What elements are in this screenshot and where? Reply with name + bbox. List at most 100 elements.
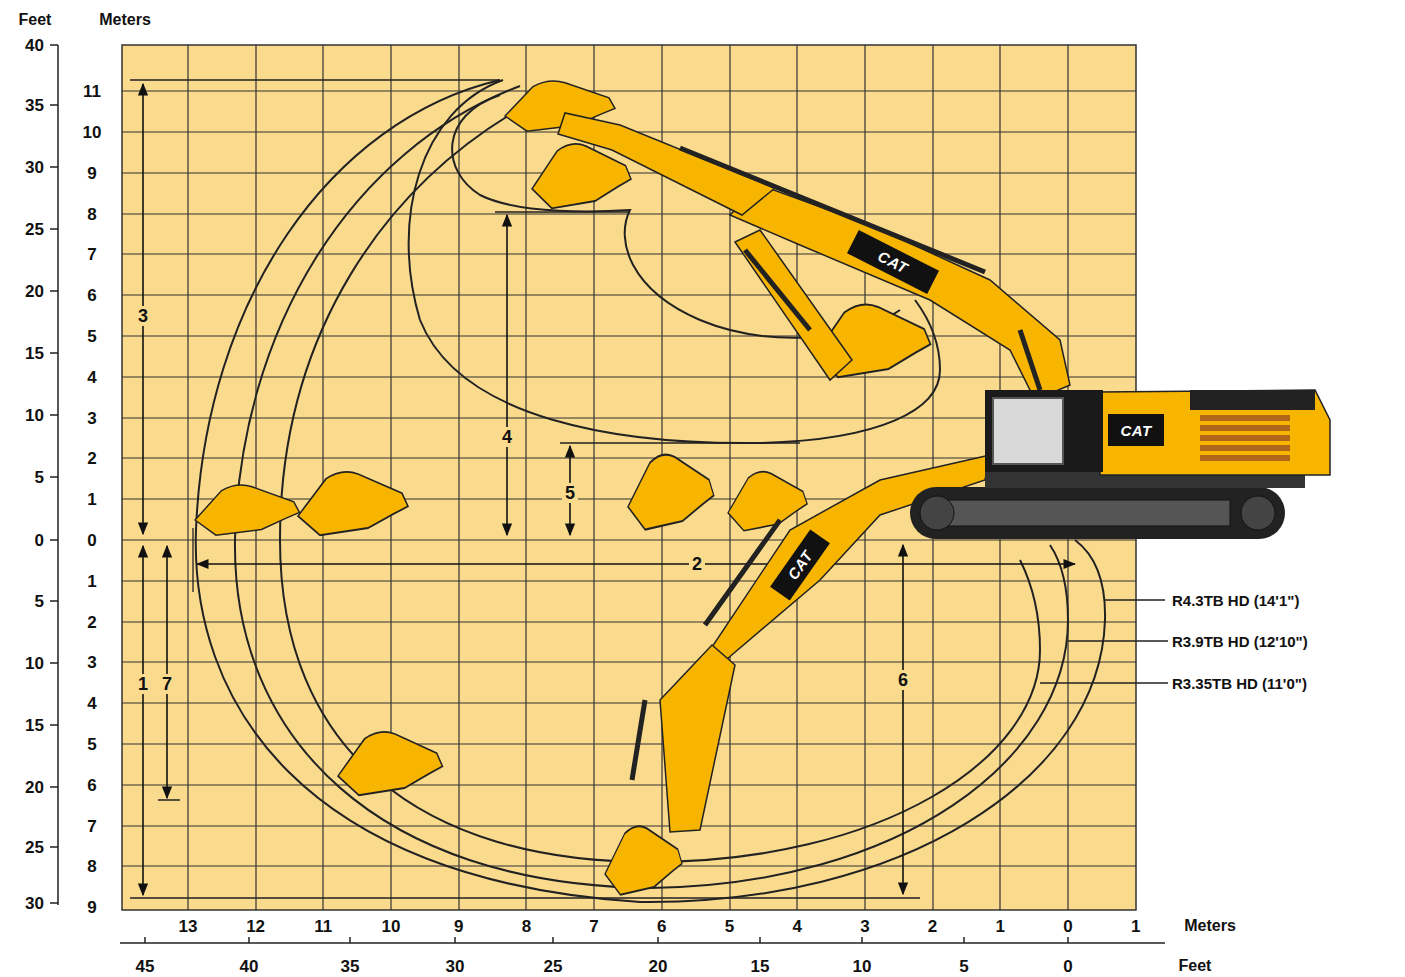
- axis-value: 6: [87, 776, 96, 793]
- axis-value: 3: [87, 654, 96, 671]
- axis-value: 5: [87, 328, 96, 345]
- axis-value: 45: [136, 958, 155, 975]
- brand-logo: CAT: [1120, 423, 1151, 438]
- axis-value: 12: [246, 918, 265, 935]
- boom-option-label: R3.9TB HD (12'10"): [1172, 634, 1308, 649]
- axis-value: 9: [87, 899, 96, 916]
- cab-window: [993, 398, 1063, 464]
- dimension-arrow: [166, 546, 168, 798]
- axis-value: 9: [87, 164, 96, 181]
- axis-title: Meters: [99, 12, 151, 28]
- idler-wheel: [920, 496, 954, 530]
- chart-ground: [122, 45, 1136, 910]
- axis-value: 0: [35, 532, 44, 549]
- axis-value: 35: [25, 97, 44, 114]
- axis-value: 30: [25, 895, 44, 912]
- axis-title: Feet: [1179, 958, 1212, 974]
- dimension-arrow: [197, 563, 1075, 565]
- hydraulic-cylinder: [632, 520, 780, 780]
- axis-value: 9: [454, 918, 463, 935]
- dimension-callout: 5: [562, 483, 578, 503]
- logo-panel: [770, 529, 830, 600]
- axis-value: 10: [25, 655, 44, 672]
- dimension-callout: 7: [159, 674, 175, 694]
- dimension-callout: 4: [499, 427, 515, 447]
- vent-grille: [1200, 418, 1290, 458]
- axis-value: 11: [314, 918, 332, 935]
- hydraulic-cylinder: [680, 148, 1040, 390]
- axis-value: 0: [87, 532, 96, 549]
- drive-sprocket: [1241, 496, 1275, 530]
- dimension-callout: 6: [895, 670, 911, 690]
- bucket: [628, 455, 714, 530]
- axis-value: 4: [87, 368, 96, 385]
- axis-value: 3: [87, 409, 96, 426]
- axis-value: 10: [382, 918, 401, 935]
- bucket: [532, 144, 631, 208]
- bucket: [728, 472, 807, 531]
- bucket: [605, 826, 682, 895]
- track-frame: [935, 500, 1230, 526]
- axis-value: 25: [25, 221, 44, 238]
- boom-option-label: R3.35TB HD (11'0"): [1172, 676, 1307, 691]
- axis-value: 2: [87, 450, 96, 467]
- axis-value: 25: [25, 839, 44, 856]
- axis-value: 5: [959, 958, 968, 975]
- axis-value: 20: [25, 283, 44, 300]
- axis-value: 10: [25, 407, 44, 424]
- dimension-arrow: [506, 215, 508, 535]
- track: [910, 487, 1285, 539]
- dimension-callout: 1: [135, 674, 151, 694]
- axis-value: 8: [522, 918, 531, 935]
- axis-value: 7: [589, 918, 598, 935]
- axis-value: 11: [83, 83, 101, 100]
- axis-value: 7: [87, 246, 96, 263]
- engine-cover: [1190, 390, 1315, 410]
- dimension-arrow: [142, 546, 144, 895]
- axis-value: 6: [657, 918, 666, 935]
- reach-envelope: [280, 95, 1040, 862]
- boom-option-label: R4.3TB HD (14'1"): [1172, 593, 1299, 608]
- engine-housing: [1100, 390, 1330, 475]
- stick: [558, 113, 775, 215]
- axis-title: Feet: [19, 12, 52, 28]
- logo-panel: [847, 230, 939, 294]
- bucket: [338, 732, 443, 795]
- axis-value: 40: [25, 37, 44, 54]
- axis-value: 1: [1131, 918, 1140, 935]
- axis-value: 5: [725, 918, 734, 935]
- dimension-callout: 2: [689, 554, 705, 574]
- axis-value: 3: [860, 918, 869, 935]
- axis-value: 30: [25, 159, 44, 176]
- axis-value: 20: [25, 779, 44, 796]
- dimension-arrow: [902, 545, 904, 894]
- bucket: [298, 472, 408, 535]
- dimension-callout: 3: [135, 306, 151, 326]
- feet-axis: [50, 45, 58, 905]
- axis-value: 2: [928, 918, 937, 935]
- brand-logo: CAT: [876, 248, 911, 276]
- axis-value: 5: [35, 469, 44, 486]
- axis-value: 1: [87, 572, 96, 589]
- axis-value: 5: [87, 736, 96, 753]
- axis-value: 1: [996, 918, 1005, 935]
- axis-value: 15: [25, 345, 44, 362]
- axis-value: 35: [341, 958, 360, 975]
- axis-value: 15: [751, 958, 770, 975]
- axis-value: 30: [446, 958, 465, 975]
- bucket: [195, 485, 300, 535]
- axis-value: 2: [87, 613, 96, 630]
- axis-value: 15: [25, 717, 44, 734]
- stick: [660, 645, 735, 832]
- logo-panel: [1108, 414, 1164, 446]
- brand-logo: CAT: [785, 548, 815, 582]
- stick: [735, 230, 852, 380]
- axis-value: 8: [87, 205, 96, 222]
- grid-lines: [122, 45, 1136, 910]
- axis-value: 4: [87, 695, 96, 712]
- axis-value: 20: [649, 958, 668, 975]
- axis-value: 40: [240, 958, 259, 975]
- axis-value: 0: [1063, 958, 1072, 975]
